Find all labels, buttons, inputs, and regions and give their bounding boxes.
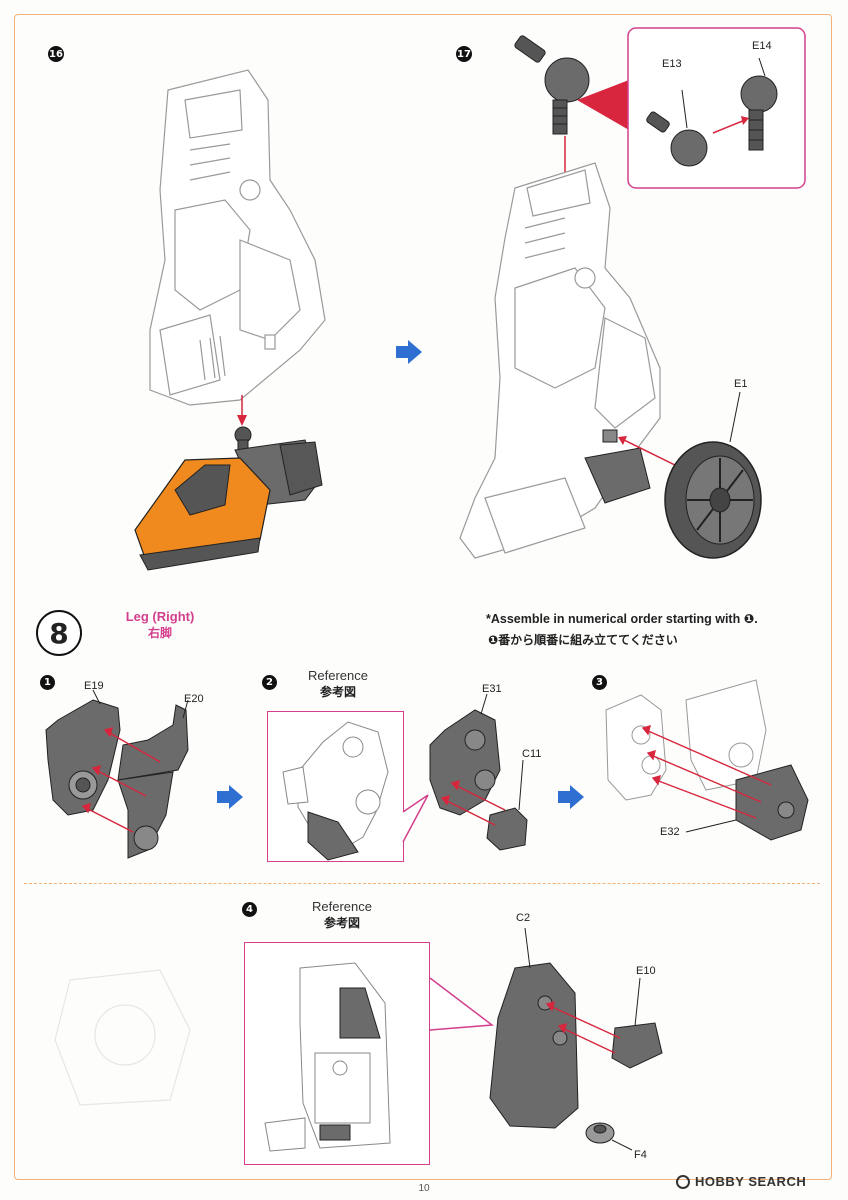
reference-subtitle: 参考図	[323, 916, 360, 930]
page-frame	[14, 14, 832, 1180]
reference-subtitle: 参考図	[319, 685, 356, 699]
part-label-e14: E14	[752, 40, 772, 52]
part-label-e13: E13	[662, 58, 682, 70]
step-16-leg-illustration	[134, 69, 326, 571]
substep-2-reference-box	[267, 711, 404, 862]
watermark-text: HOBBY SEARCH	[695, 1174, 807, 1189]
reference-pointer	[402, 794, 429, 843]
substep-1-illustration	[45, 689, 189, 859]
substep-2-number: 2	[262, 675, 277, 690]
joint-detail-callout	[577, 27, 806, 189]
substep-4-illustration	[489, 927, 663, 1151]
watermark-logo-icon	[676, 1174, 690, 1189]
part-label-e10: E10	[636, 965, 656, 977]
reference-title: Reference	[308, 668, 368, 683]
reference-title: Reference	[312, 899, 372, 914]
substep-4-reference-box	[244, 942, 430, 1165]
step-17-number: 17	[456, 46, 472, 62]
substep-3-number: 3	[592, 675, 607, 690]
part-label-e1: E1	[734, 378, 748, 390]
part-label-e20: E20	[184, 693, 204, 705]
step-16-number: 16	[48, 46, 64, 62]
page-number: 10	[418, 1183, 430, 1194]
part-label-e19: E19	[84, 680, 104, 692]
substep-1-number: 1	[40, 675, 55, 690]
substep-2-reference-heading: Reference 参考図	[296, 668, 380, 700]
section-title-jp: 右脚	[147, 626, 172, 640]
substep-4-reference-heading: Reference 参考図	[298, 899, 386, 931]
substep-arrow-1-icon	[217, 785, 243, 809]
step-17-leg-illustration	[459, 35, 762, 559]
assembly-order-note-en: *Assemble in numerical order starting wi…	[486, 612, 758, 626]
section-title-block: Leg (Right) 右脚	[112, 609, 208, 641]
reference-pointer	[429, 977, 495, 1031]
substep-3-illustration	[605, 679, 809, 841]
section-8-badge: 8	[36, 610, 82, 656]
section-separator	[24, 883, 820, 884]
part-label-e32: E32	[660, 826, 680, 838]
watermark: HOBBY SEARCH	[676, 1174, 806, 1189]
part-label-f4: F4	[634, 1149, 647, 1161]
assembly-order-note-jp: ❶番から順番に組み立ててください	[488, 633, 678, 647]
part-label-e31: E31	[482, 683, 502, 695]
faded-background-drawing	[54, 969, 191, 1106]
section-title-en: Leg (Right)	[125, 609, 195, 624]
part-label-c11: C11	[522, 748, 542, 760]
substep-2-illustration	[429, 693, 528, 851]
substep-4-number: 4	[242, 902, 257, 917]
part-label-c2: C2	[516, 912, 531, 924]
next-step-arrow-icon	[396, 340, 422, 364]
substep-arrow-2-icon	[558, 785, 584, 809]
